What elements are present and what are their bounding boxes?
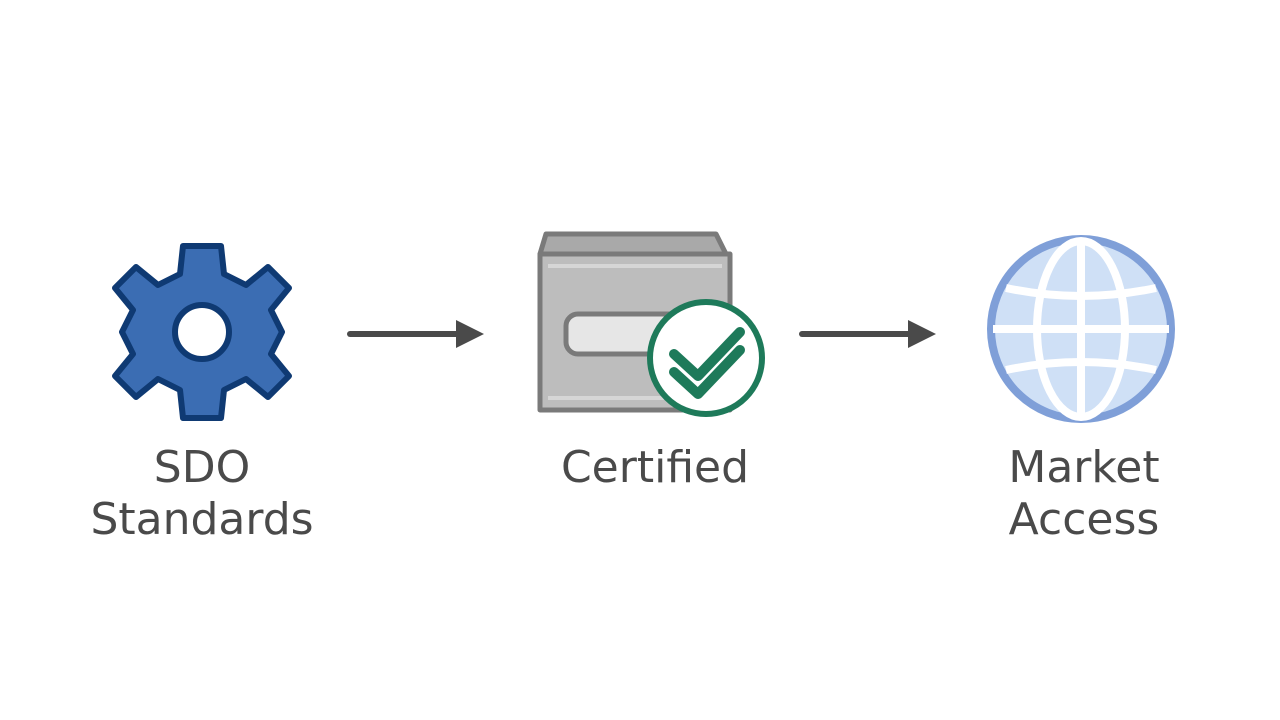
label-line: Market (1008, 442, 1160, 493)
step-label-market-access: Market Access (944, 442, 1224, 546)
globe-icon (984, 232, 1178, 426)
gear-icon (106, 236, 298, 428)
step-label-sdo-standards: SDO Standards (60, 442, 344, 546)
label-line: Access (1008, 494, 1160, 545)
arrow-right-icon (346, 316, 488, 352)
label-line: Certified (560, 442, 750, 493)
label-line: SDO (153, 442, 251, 493)
step-label-certified: Certified (500, 442, 810, 494)
certificate-check-icon (530, 228, 770, 424)
arrow-right-icon (798, 316, 940, 352)
label-line: Standards (90, 494, 314, 545)
